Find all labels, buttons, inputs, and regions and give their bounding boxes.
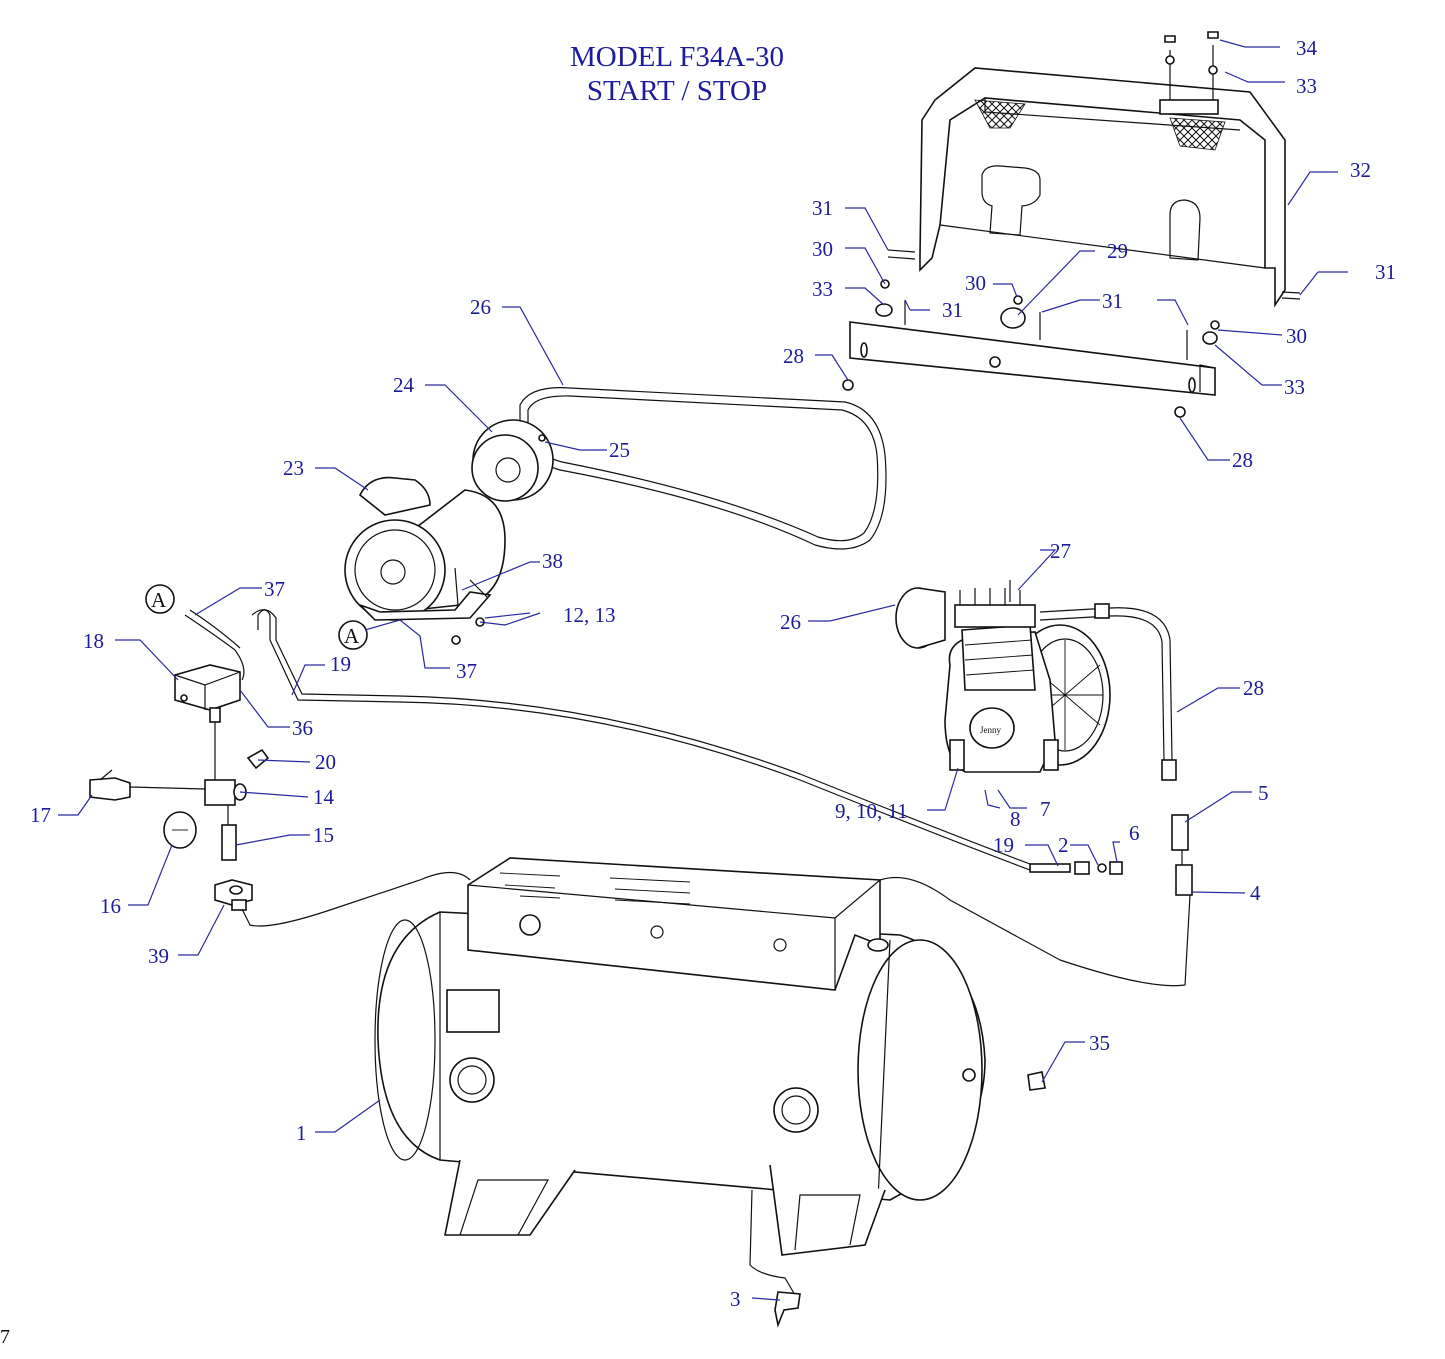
callout-31-a: 31 — [812, 196, 833, 220]
callout-32: 32 — [1350, 158, 1371, 182]
callout-26: 27 — [1050, 539, 1071, 563]
callout-25: 26 — [780, 610, 801, 634]
connector-a-top: A — [145, 584, 175, 614]
callout-21: 23 — [283, 456, 304, 480]
callout-15: 15 — [313, 823, 334, 847]
callout-31-c: 31 — [1102, 289, 1123, 313]
callout-14: 14 — [313, 785, 335, 809]
callout-5: 5 — [1258, 781, 1269, 805]
callout-12-13: 12, 13 — [563, 603, 616, 627]
callout-3: 3 — [730, 1287, 741, 1311]
callout-24: 26 — [470, 295, 491, 319]
callout-27: 28 — [1243, 676, 1264, 700]
air-tank — [374, 857, 1046, 1328]
callout-30-mid: 30 — [965, 271, 986, 295]
connector-a-motor: A — [338, 620, 368, 650]
page-number: 7 — [0, 1326, 10, 1348]
svg-text:A: A — [344, 624, 360, 648]
callout-1: 1 — [296, 1121, 307, 1145]
electric-motor — [344, 476, 506, 645]
callout-22: 24 — [393, 373, 415, 397]
callout-28-left: 28 — [783, 344, 804, 368]
unloader-tube — [251, 609, 1123, 875]
air-line — [239, 871, 1191, 987]
callout-33-top: 33 — [1296, 74, 1317, 98]
callout-35: 35 — [1089, 1031, 1110, 1055]
callout-30-right: 30 — [1286, 324, 1307, 348]
model-subtitle: START / STOP — [586, 75, 768, 107]
callout-31-right: 31 — [1375, 260, 1396, 284]
guard-screws — [880, 249, 1301, 300]
svg-text:Jenny: Jenny — [980, 725, 1001, 735]
belt-guard — [919, 31, 1286, 308]
compressor-pump: Jenny — [895, 580, 1111, 773]
callout-38: 38 — [542, 549, 563, 573]
guard-bracket — [842, 295, 1220, 418]
v-belt — [519, 387, 887, 550]
callout-19-left: 19 — [330, 652, 351, 676]
callout-23: 25 — [609, 438, 630, 462]
callout-17: 17 — [30, 803, 51, 827]
callout-6: 6 — [1129, 821, 1140, 845]
callout-37-motor: 37 — [456, 659, 477, 683]
callout-8: 8 — [1010, 807, 1021, 831]
discharge-tube — [1039, 603, 1177, 781]
model-title: MODEL F34A-30 — [569, 41, 784, 73]
pressure-switch-assembly — [89, 609, 270, 911]
callout-34: 34 — [1296, 36, 1318, 60]
callout-37-top: 37 — [264, 577, 285, 601]
callout-labels: 34 33 32 31 30 29 31 30 33 31 31 26 30 2… — [30, 36, 1396, 1311]
callout-7: 7 — [1040, 797, 1051, 821]
callout-4: 4 — [1250, 881, 1261, 905]
leader-lines — [58, 39, 1348, 1301]
callout-36: 36 — [292, 716, 313, 740]
callout-20: 20 — [315, 750, 336, 774]
callout-28-right: 28 — [1232, 448, 1253, 472]
callout-29: 29 — [1107, 239, 1128, 263]
callout-2: 2 — [1058, 833, 1069, 857]
callout-30-a: 30 — [812, 237, 833, 261]
callout-19-right: 19 — [993, 833, 1014, 857]
callout-18: 18 — [83, 629, 104, 653]
callout-39: 39 — [148, 944, 169, 968]
callout-33-right: 33 — [1284, 375, 1305, 399]
callout-31-b: 31 — [942, 298, 963, 322]
motor-pulley — [471, 419, 554, 502]
callout-16: 16 — [100, 894, 121, 918]
callout-9-10-11: 9, 10, 11 — [835, 799, 908, 823]
svg-text:A: A — [151, 588, 167, 612]
callout-33-left: 33 — [812, 277, 833, 301]
check-valve — [1171, 814, 1193, 896]
